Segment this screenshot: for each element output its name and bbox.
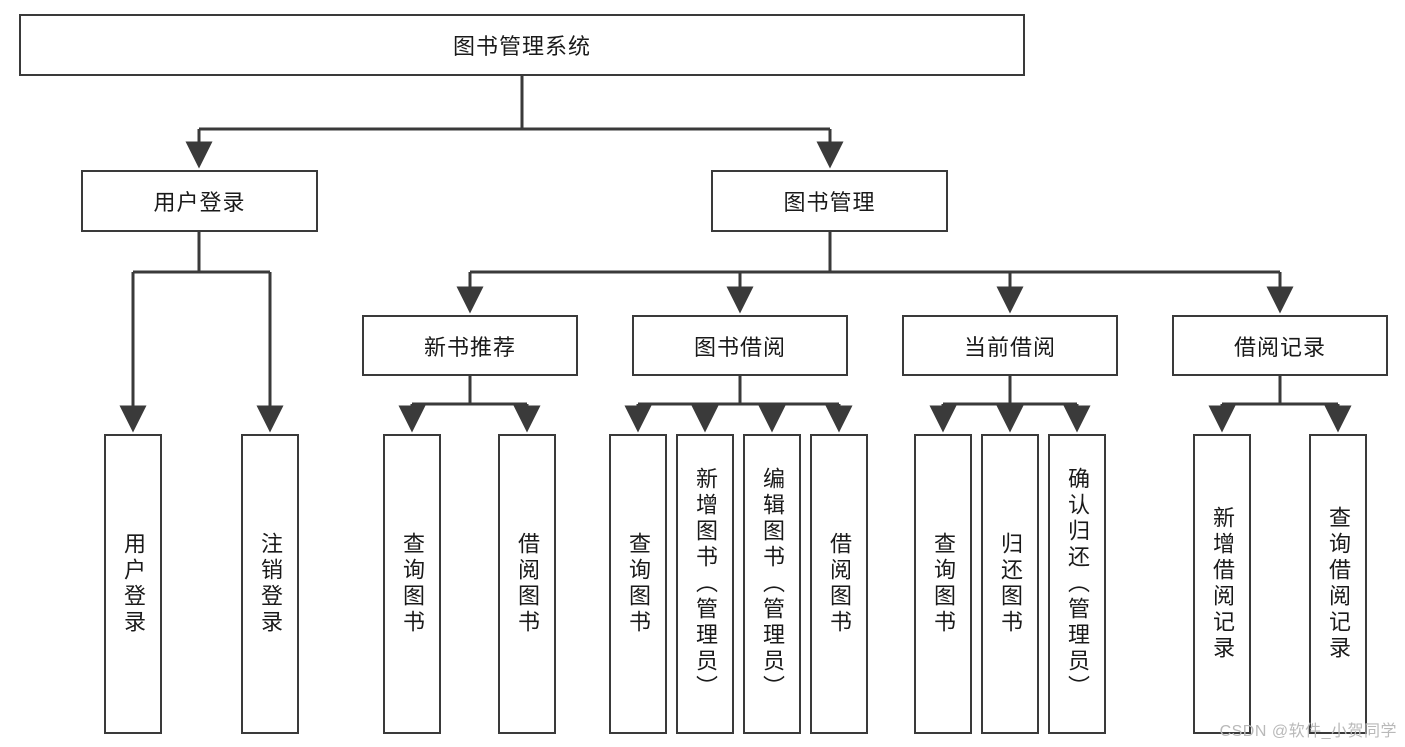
node-root-book-management-system[interactable]: 图书管理系统 [19, 14, 1025, 76]
node-borrow-record[interactable]: 借阅记录 [1172, 315, 1388, 376]
node-label: 图书管理系统 [452, 34, 591, 59]
node-leaf-query-book-3[interactable]: 查询图书 [914, 434, 972, 734]
node-label: 注销登录 [258, 532, 283, 636]
node-label: 图书借阅 [693, 334, 786, 360]
node-leaf-add-book[interactable]: 新增图书（管理员） [676, 434, 734, 734]
node-leaf-borrow-book-1[interactable]: 借阅图书 [498, 434, 556, 734]
node-leaf-query-book-1[interactable]: 查询图书 [383, 434, 441, 734]
node-book-borrow[interactable]: 图书借阅 [632, 315, 848, 376]
node-leaf-add-record[interactable]: 新增借阅记录 [1193, 434, 1251, 734]
node-label: 图书管理 [783, 190, 876, 215]
node-label: 查询图书 [400, 532, 425, 636]
node-label: 用户登录 [153, 190, 246, 215]
node-user-login[interactable]: 用户登录 [81, 170, 318, 232]
node-new-book-recommend[interactable]: 新书推荐 [362, 315, 578, 376]
node-label: 新增图书（管理员） [693, 467, 718, 701]
node-leaf-logout-login[interactable]: 注销登录 [241, 434, 299, 734]
node-leaf-user-login[interactable]: 用户登录 [104, 434, 162, 734]
node-current-borrow[interactable]: 当前借阅 [902, 315, 1118, 376]
node-label: 新书推荐 [423, 334, 516, 360]
node-leaf-return-book[interactable]: 归还图书 [981, 434, 1039, 734]
node-label: 归还图书 [998, 532, 1023, 636]
node-leaf-confirm-return[interactable]: 确认归还（管理员） [1048, 434, 1106, 734]
node-label: 确认归还（管理员） [1065, 467, 1090, 701]
csdn-watermark: CSDN @软件_小贺同学 [1219, 723, 1397, 740]
node-leaf-query-book-2[interactable]: 查询图书 [609, 434, 667, 734]
node-leaf-query-record[interactable]: 查询借阅记录 [1309, 434, 1367, 734]
node-label: 编辑图书（管理员） [760, 467, 785, 701]
node-book-management[interactable]: 图书管理 [711, 170, 948, 232]
node-label: 查询图书 [626, 532, 651, 636]
node-label: 新增借阅记录 [1210, 506, 1235, 662]
node-label: 查询借阅记录 [1326, 506, 1351, 662]
node-label: 查询图书 [931, 532, 956, 636]
node-leaf-edit-book[interactable]: 编辑图书（管理员） [743, 434, 801, 734]
node-label: 借阅图书 [827, 532, 852, 636]
node-label: 借阅记录 [1233, 334, 1326, 360]
node-label: 借阅图书 [515, 532, 540, 636]
node-label: 当前借阅 [963, 334, 1056, 360]
node-leaf-borrow-book-2[interactable]: 借阅图书 [810, 434, 868, 734]
node-label: 用户登录 [121, 532, 146, 636]
